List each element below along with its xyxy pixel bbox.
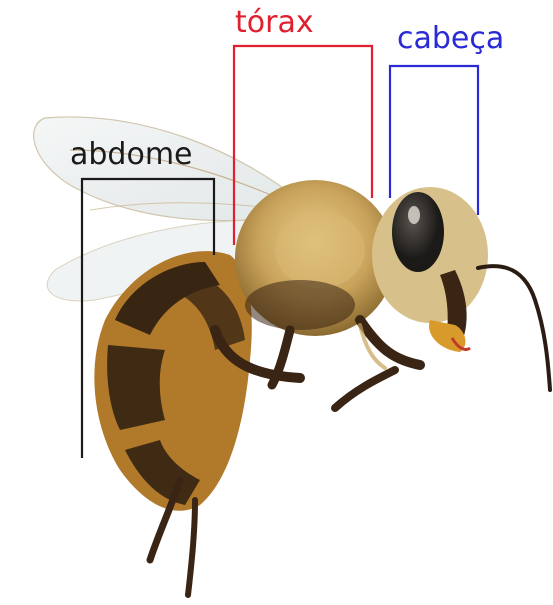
head-label: cabeça: [397, 24, 504, 54]
thorax-label: tórax: [235, 8, 314, 38]
thorax: [235, 180, 395, 336]
antenna: [478, 266, 550, 390]
head: [372, 187, 488, 352]
abdomen-label: abdome: [70, 140, 193, 170]
compound-eye: [392, 192, 444, 272]
